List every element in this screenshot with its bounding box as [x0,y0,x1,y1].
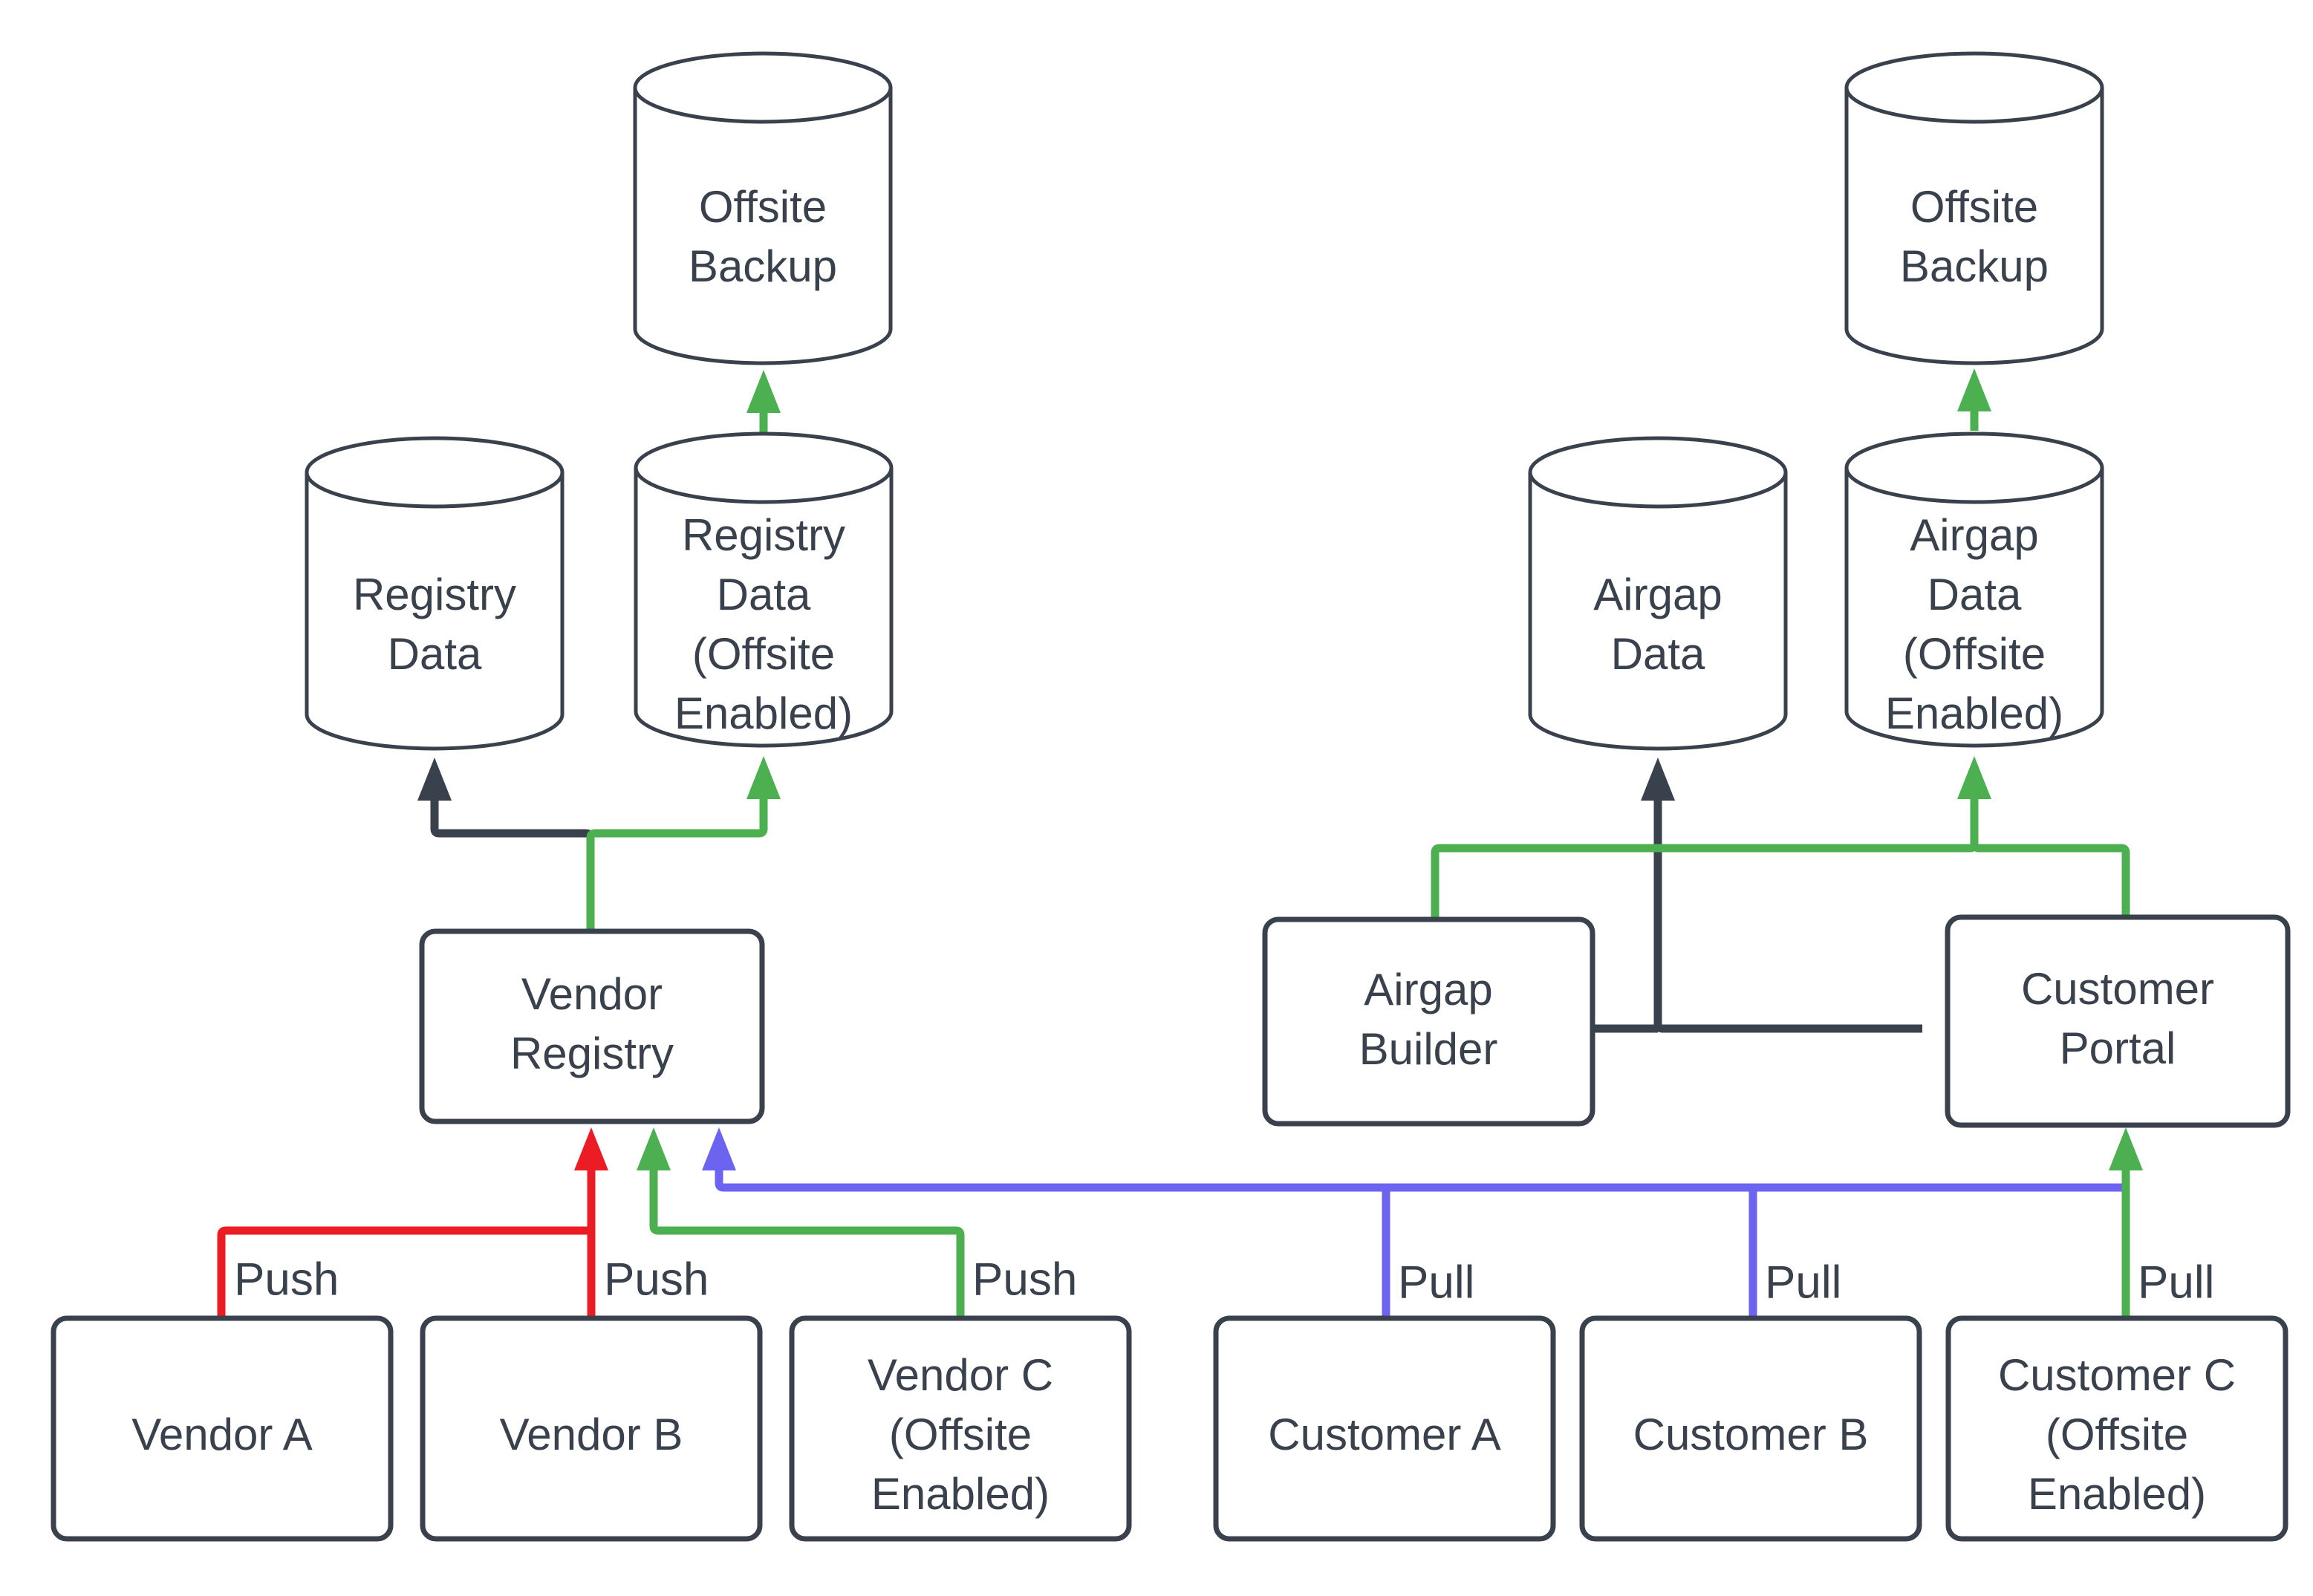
edge-vendor-c-to-registry [637,1127,965,1318]
node-vendor-a[interactable]: Vendor A [51,1315,394,1542]
edge-customer-portal-to-airgap-offsite [1970,787,2130,917]
node-label-registry-data-line2: Data [388,629,482,679]
node-airgap-builder[interactable]: Airgap Builder [1262,916,1595,1127]
node-label-vendor-c-line3: Enabled) [871,1469,1050,1519]
node-label-registry-data-line1: Registry [353,570,516,619]
node-vendor-registry[interactable]: Vendor Registry [419,928,765,1124]
edge-airgap-builder-to-airgap-offsite [1431,756,1991,919]
node-label-vendor-c-line2: (Offsite [889,1410,1032,1459]
node-airgap-data-offsite[interactable]: Airgap Data (Offsite Enabled) [1844,431,2104,748]
edge-customer-portal-to-airgap-data [1641,758,1922,1033]
node-label-registry-data-offsite-line2: Data [717,570,811,619]
node-registry-data[interactable]: Registry Data [305,436,565,751]
node-label-vendor-registry-line2: Registry [510,1029,674,1078]
node-customer-b[interactable]: Customer B [1579,1315,1922,1542]
node-label-customer-portal-line1: Customer [2021,964,2214,1014]
node-label-vendor-a-line1: Vendor A [131,1410,313,1459]
node-airgap-data[interactable]: Airgap Data [1528,436,1788,751]
edge-label-push-c: Push [972,1254,1077,1305]
node-label-registry-data-offsite-line3: (Offsite [692,629,835,679]
edge-airgap-offsite-to-backup [1957,368,1991,431]
edge-vendor-registry-to-registry-data-offsite [586,756,781,931]
node-customer-portal[interactable]: Customer Portal [1945,914,2291,1128]
node-label-vendor-c-line1: Vendor C [868,1350,1053,1400]
node-vendor-b[interactable]: Vendor B [420,1315,763,1542]
node-label-airgap-builder-line1: Airgap [1364,965,1492,1014]
edge-label-pull-c: Pull [2138,1257,2214,1308]
node-label-airgap-data-line1: Airgap [1593,570,1722,619]
node-label-offsite-backup-right-line1: Offsite [1910,182,2038,232]
node-label-customer-c-line1: Customer C [1998,1350,2236,1400]
node-label-registry-data-offsite-line1: Registry [682,510,845,560]
edge-label-push-a: Push [234,1254,339,1305]
edge-registry-offsite-to-backup [746,370,781,433]
node-label-customer-c-line2: (Offsite [2046,1410,2188,1459]
edge-label-pull-a: Pull [1398,1257,1474,1308]
node-label-airgap-builder-line2: Builder [1359,1024,1498,1074]
edge-label-pull-b: Pull [1765,1257,1841,1308]
node-offsite-backup-right[interactable]: Offsite Backup [1844,51,2104,365]
node-label-registry-data-offsite-line4: Enabled) [674,688,853,738]
node-label-customer-b-line1: Customer B [1633,1410,1869,1459]
node-label-vendor-b-line1: Vendor B [500,1410,683,1459]
node-vendor-c[interactable]: Vendor C (Offsite Enabled) [789,1315,1132,1542]
edge-blue-bus-to-vendor-registry [702,1127,2126,1192]
edge-vendor-registry-to-registry-data [417,758,595,931]
node-registry-data-offsite[interactable]: Registry Data (Offsite Enabled) [634,431,894,748]
node-label-offsite-backup-left-line2: Backup [689,241,837,291]
edge-label-push-b: Push [604,1254,709,1305]
node-label-customer-a-line1: Customer A [1268,1410,1500,1459]
node-label-customer-c-line3: Enabled) [2028,1469,2206,1519]
node-label-airgap-data-offsite-line3: (Offsite [1903,629,2046,679]
node-label-airgap-data-offsite-line2: Data [1928,570,2022,619]
node-label-airgap-data-offsite-line4: Enabled) [1885,688,2063,738]
node-offsite-backup-left[interactable]: Offsite Backup [633,51,893,365]
edge-customer-c-to-portal [2109,1127,2143,1318]
node-label-vendor-registry-line1: Vendor [521,969,663,1019]
node-label-offsite-backup-left-line1: Offsite [699,182,827,232]
node-label-offsite-backup-right-line2: Backup [1900,241,2049,291]
node-customer-c[interactable]: Customer C (Offsite Enabled) [1945,1315,2288,1542]
node-label-airgap-data-line2: Data [1611,629,1705,679]
node-customer-a[interactable]: Customer A [1213,1315,1556,1542]
node-label-customer-portal-line2: Portal [2060,1023,2176,1073]
node-label-airgap-data-offsite-line1: Airgap [1910,510,2038,560]
